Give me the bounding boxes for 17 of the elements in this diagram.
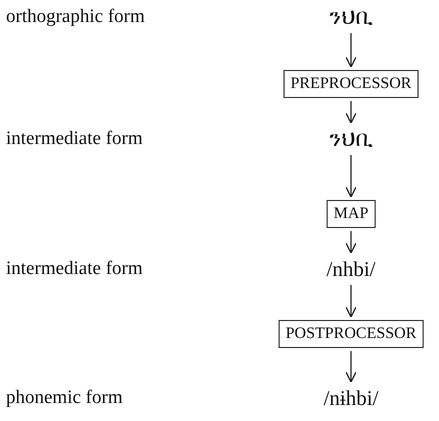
form-label: intermediate form — [6, 257, 143, 281]
arrow — [345, 155, 357, 198]
process-box: PREPROCESSOR — [284, 70, 418, 98]
arrow — [345, 351, 357, 383]
arrow — [345, 231, 357, 254]
form-label: orthographic form — [6, 5, 145, 29]
form-text: ንህቢ — [330, 4, 372, 30]
form-text: /nhbi/ — [326, 256, 376, 282]
form-label: intermediate form — [6, 127, 143, 151]
arrow — [345, 33, 357, 68]
form-label: phonemic form — [6, 386, 123, 410]
process-box: MAP — [326, 200, 376, 228]
form-text: ንህቢ — [330, 126, 372, 152]
arrow — [345, 101, 357, 124]
process-box: POSTPROCESSOR — [278, 320, 424, 348]
form-text: /nɨhbi/ — [324, 385, 378, 411]
arrow — [345, 285, 357, 318]
